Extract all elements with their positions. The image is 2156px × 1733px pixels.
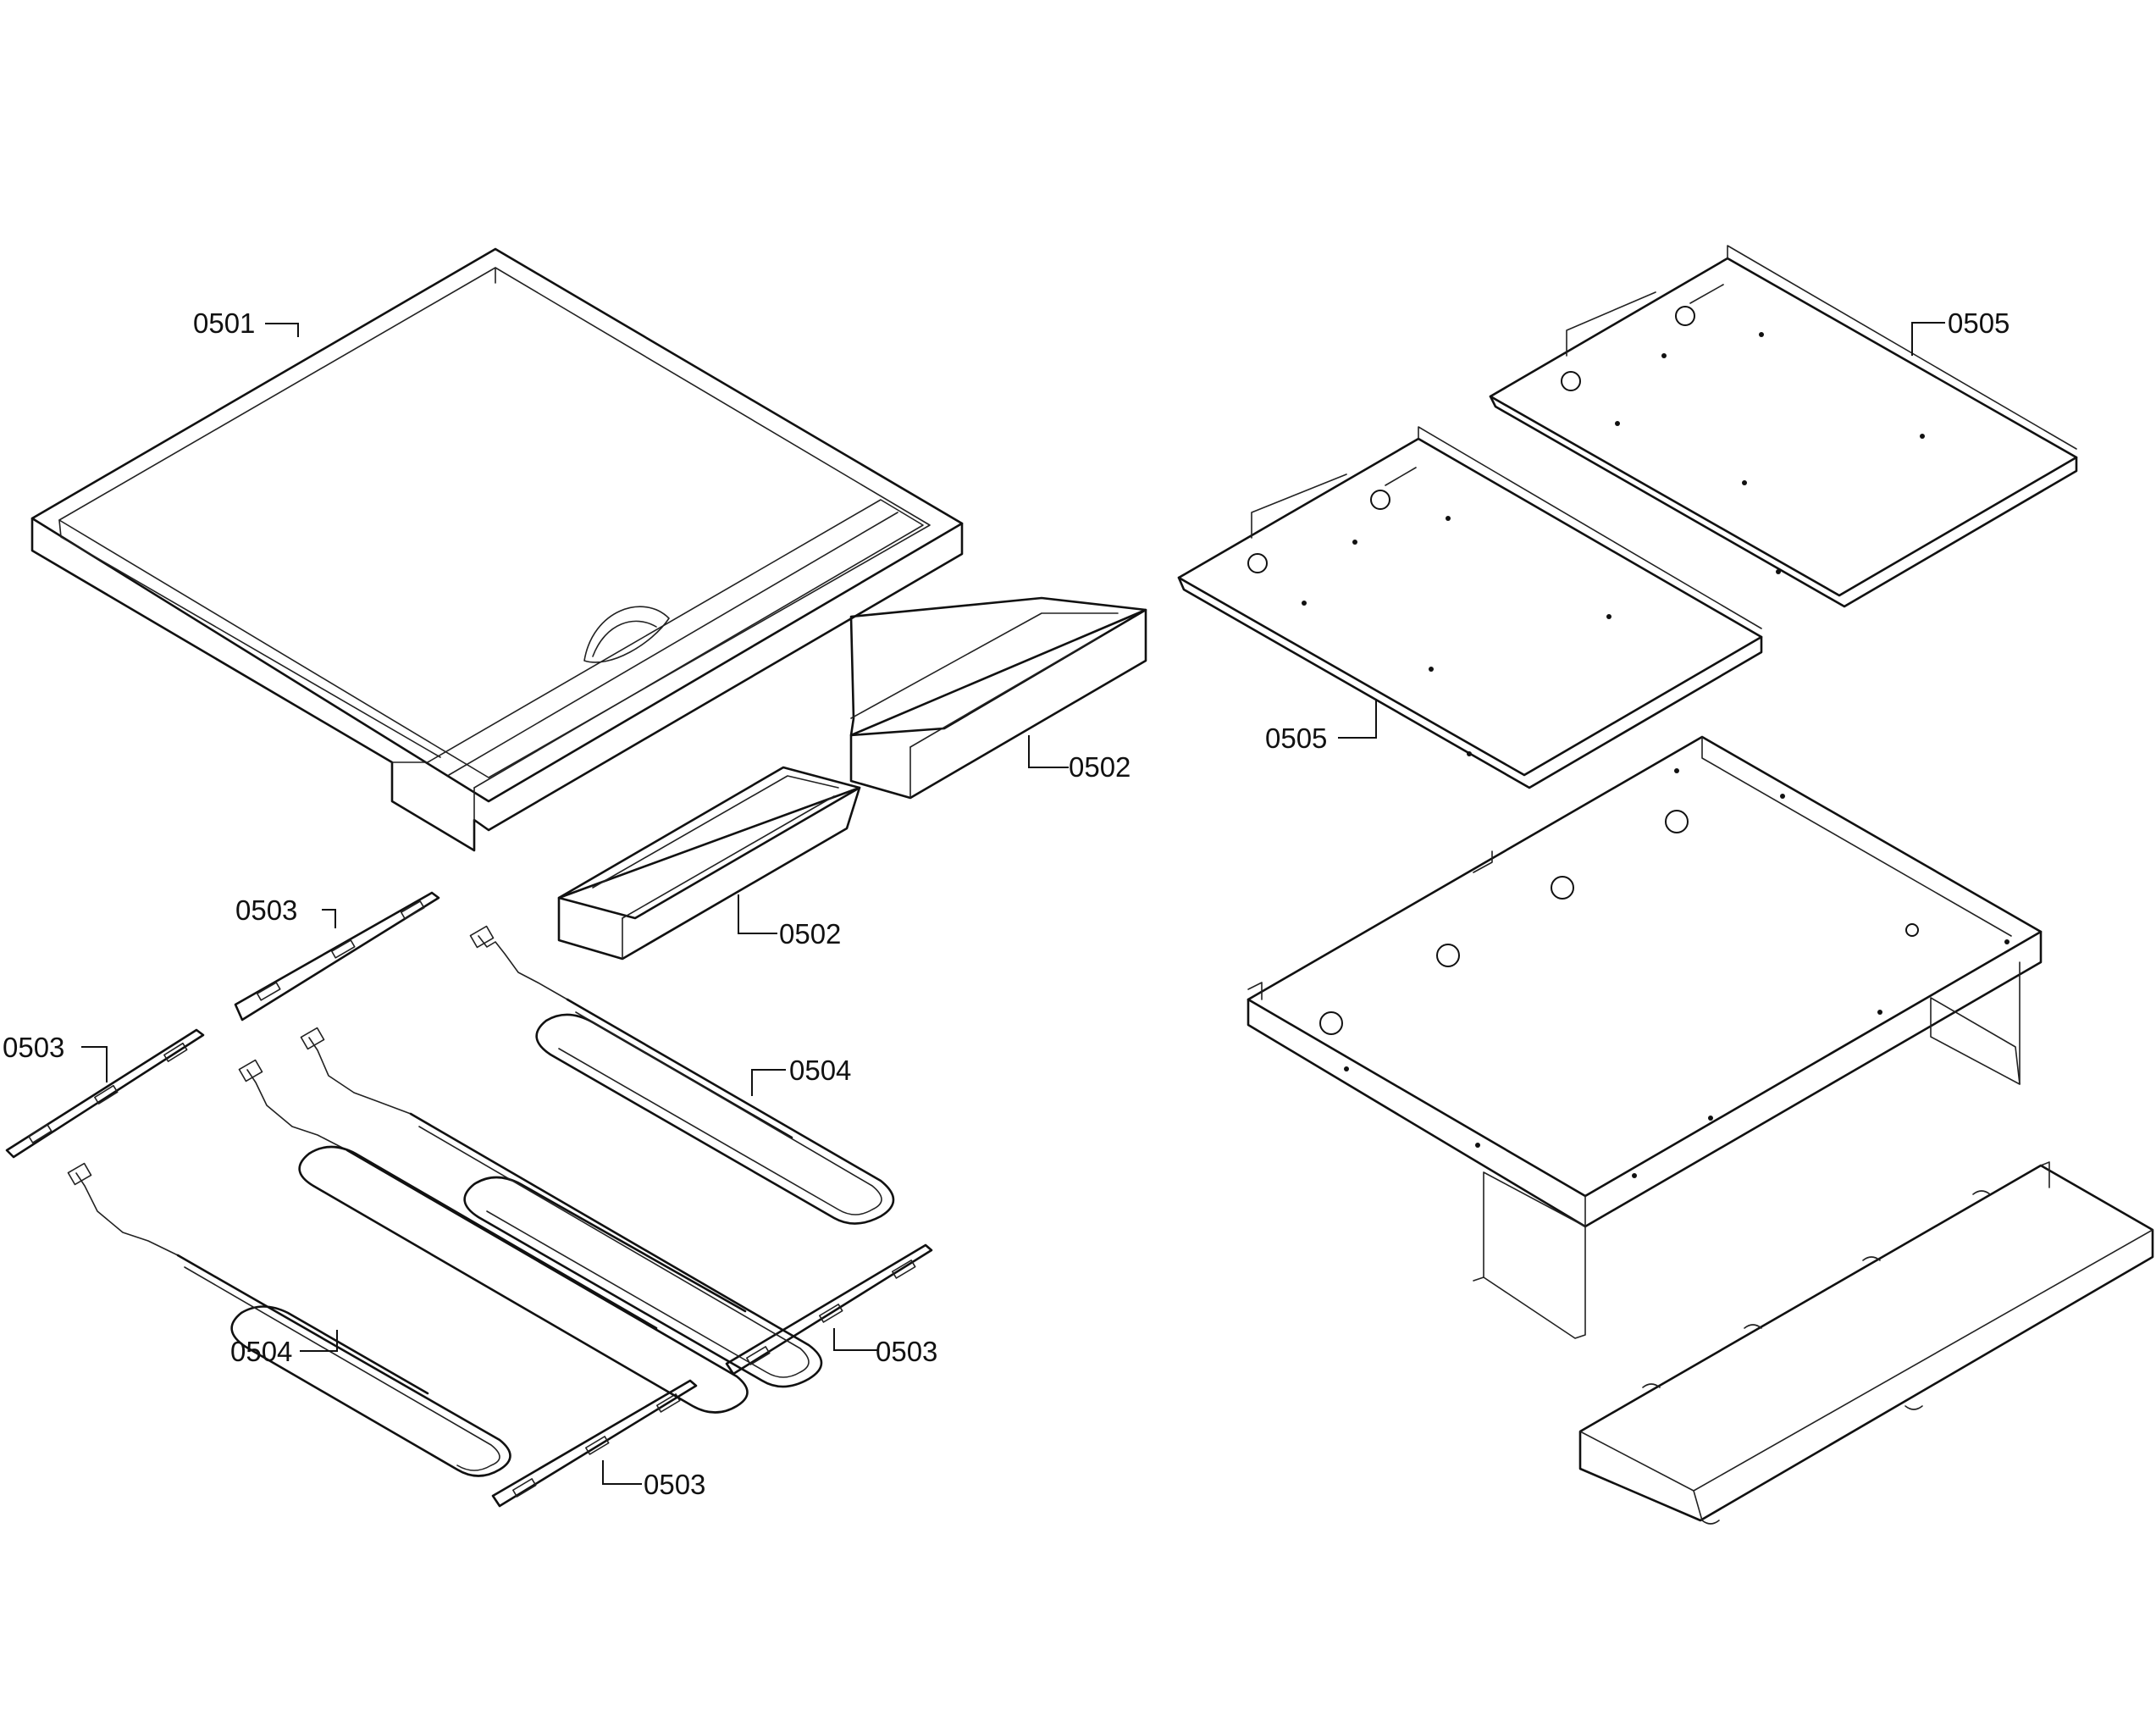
small-tray-0502-lower xyxy=(557,766,861,961)
bracket-0503-a xyxy=(234,891,440,1022)
callout-0501: 0501 xyxy=(193,307,255,339)
shelf-0505-upper xyxy=(1489,245,2078,608)
callout-0503-a: 0503 xyxy=(235,894,297,926)
shelf-0505-lower xyxy=(1177,426,1763,789)
drip-tray-0501 xyxy=(30,247,964,852)
stand-frame xyxy=(1247,735,2043,1339)
heating-element-0504-b xyxy=(300,1027,823,1388)
small-tray-0502-upper xyxy=(849,596,1147,800)
heating-element-0504-d xyxy=(67,1162,511,1477)
callout-0504-lower: 0504 xyxy=(230,1336,292,1367)
bottom-panel xyxy=(1578,1161,2154,1525)
callout-0505-lower: 0505 xyxy=(1265,723,1327,754)
heating-element-0504-a xyxy=(469,925,895,1225)
callout-0502-upper: 0502 xyxy=(1069,751,1131,783)
bracket-0503-d xyxy=(491,1379,698,1508)
callout-0503-d: 0503 xyxy=(644,1469,705,1500)
callout-0505-upper: 0505 xyxy=(1948,307,2010,339)
callout-0504-upper: 0504 xyxy=(789,1055,851,1086)
callout-0502-lower: 0502 xyxy=(779,918,841,950)
bracket-0503-b xyxy=(5,1028,205,1159)
callout-0503-c: 0503 xyxy=(876,1336,937,1367)
heating-element-0504-c xyxy=(238,1059,749,1414)
callout-0503-b: 0503 xyxy=(3,1032,64,1063)
leader-lines xyxy=(81,322,1945,1485)
callout-labels: 0501 0502 0502 0503 0503 0503 0503 0504 … xyxy=(3,307,2010,1500)
